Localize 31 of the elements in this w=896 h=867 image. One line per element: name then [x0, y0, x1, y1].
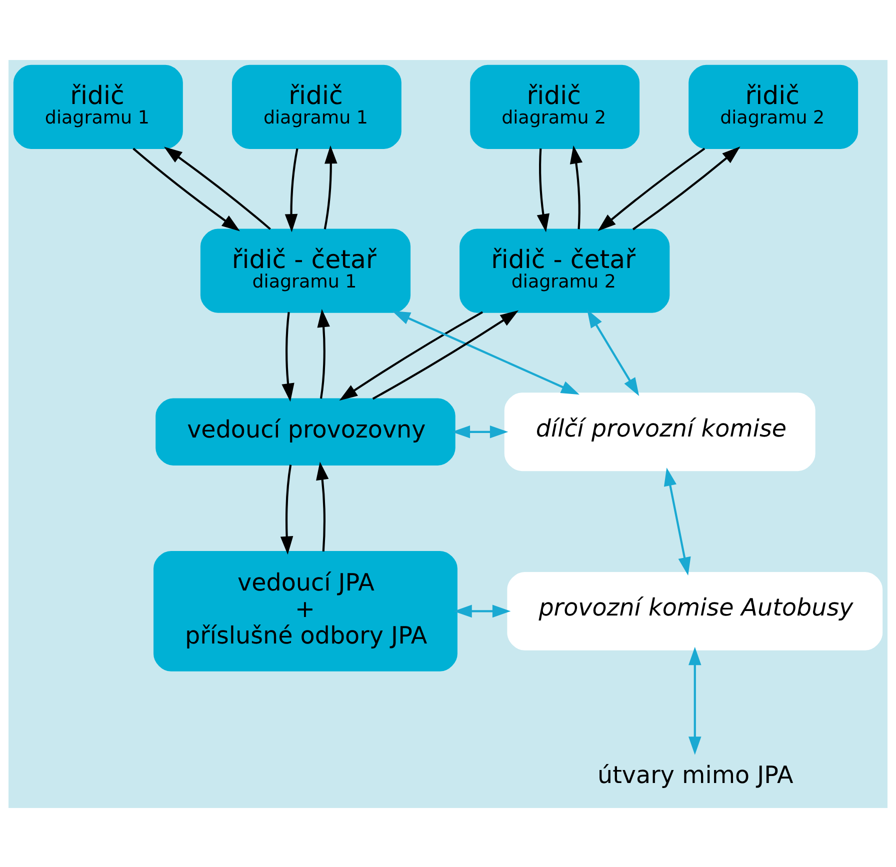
node-box: vedoucí provozovny: [156, 398, 456, 466]
node-box: provozní komise Autobusy: [507, 571, 883, 650]
node-box: řidič diagramu 1: [232, 64, 402, 148]
node-box: řidič diagramu 1: [13, 64, 183, 148]
node-text: útvary mimo JPA: [598, 760, 794, 788]
arrow: [452, 425, 508, 438]
arrow: [316, 461, 329, 551]
arrow: [664, 467, 691, 576]
node-box: řidič diagramu 2: [688, 64, 858, 148]
arrow: [284, 148, 298, 232]
arrow: [598, 147, 706, 231]
arrow: [280, 464, 294, 554]
arrow: [282, 312, 294, 402]
node-box: řidič - četař diagramu 2: [460, 228, 670, 312]
arrow: [317, 308, 330, 398]
arrow: [339, 310, 484, 400]
arrow: [688, 646, 702, 754]
arrow: [372, 310, 519, 400]
arrow: [392, 310, 580, 394]
arrow: [164, 146, 271, 230]
arrow: [570, 144, 583, 229]
arrow: [587, 308, 640, 396]
node-box: řidič - četař diagramu 1: [200, 228, 411, 312]
arrow: [132, 147, 240, 231]
arrow: [454, 604, 511, 618]
arrow: [536, 148, 550, 232]
node-box: vedoucí JPA + příslušné odbory JPA: [154, 550, 458, 671]
node-box: řidič diagramu 2: [470, 64, 640, 148]
arrow: [632, 146, 740, 230]
node-box: dílčí provozní komise: [504, 392, 816, 471]
arrow: [324, 144, 338, 229]
